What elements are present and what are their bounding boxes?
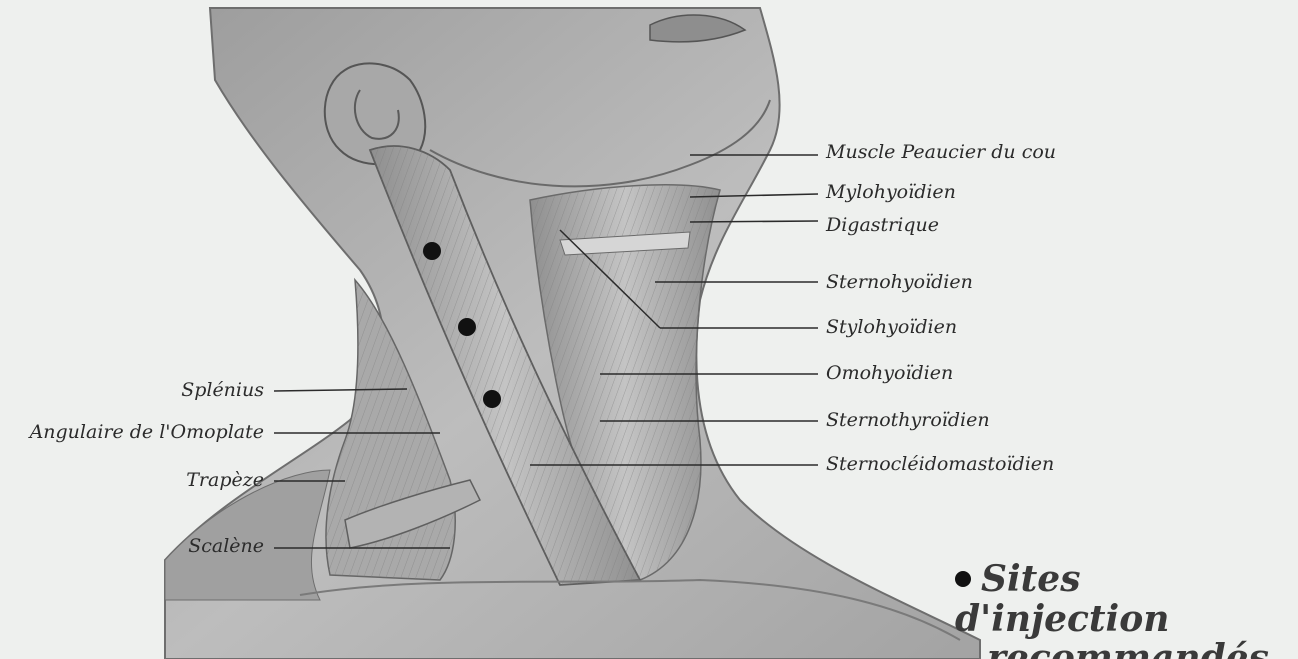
label-sternothyroidien: Sternothyroïdien [826,411,990,430]
label-omohyoidien: Omohyoïdien [826,364,953,383]
legend-line-2: recommandés [987,639,1298,659]
injection-dot-icon [955,571,971,587]
injection-site-1 [423,242,441,260]
label-digastrique: Digastrique [826,216,939,235]
label-angulaire: Angulaire de l'Omoplate [30,423,264,442]
label-splenius: Splénius [181,381,264,400]
label-peaucier: Muscle Peaucier du cou [826,143,1056,162]
label-stylohyoidien: Stylohyoïdien [826,318,957,337]
label-mylohyoidien: Mylohyoïdien [826,183,956,202]
label-sternocleidomastoidien: Sternocléidomastoïdien [826,455,1054,474]
label-sternohyoidien: Sternohyoïdien [826,273,973,292]
label-scalene: Scalène [188,537,264,556]
label-trapeze: Trapèze [186,471,264,490]
injection-site-3 [483,390,501,408]
injection-sites-legend: Sites d'injection recommandés [955,560,1298,659]
legend-line-1: Sites d'injection [955,558,1169,640]
injection-site-2 [458,318,476,336]
